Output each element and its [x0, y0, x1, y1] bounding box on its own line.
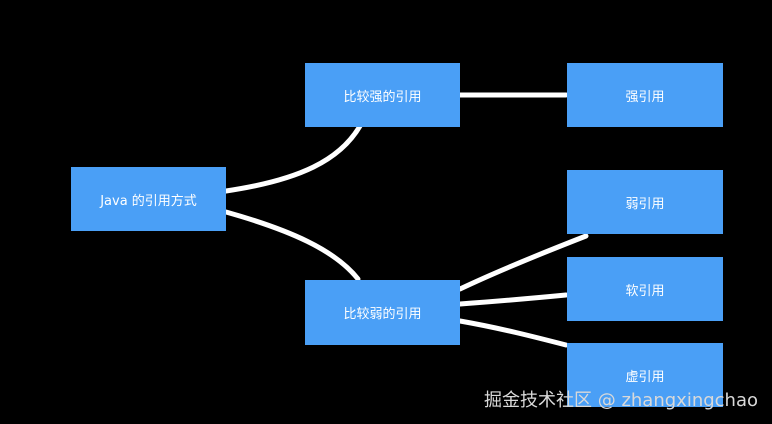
connector-weak-group-to-phantom — [457, 318, 569, 348]
node-label: 比较弱的引用 — [343, 307, 422, 322]
node-java-reference-types: Java 的引用方式 — [71, 167, 226, 231]
node-label: 比较强的引用 — [343, 89, 422, 105]
connector-root-to-weak-group — [223, 209, 361, 282]
watermark-text: 掘金技术社区 @ zhangxingchao — [484, 390, 758, 411]
node-phantom-reference: 虚引用 — [567, 343, 723, 407]
node-label: 弱引用 — [625, 196, 665, 212]
node-stronger-references: 比较强的引用 — [305, 63, 460, 127]
node-soft-reference: 软引用 — [567, 257, 723, 321]
node-strong-reference: 强引用 — [567, 63, 723, 127]
connector-weak-group-to-soft — [457, 292, 569, 307]
node-label: 虚引用 — [625, 369, 665, 385]
node-label: Java 的引用方式 — [100, 193, 197, 209]
node-label: 软引用 — [625, 283, 665, 299]
node-weak-reference: 弱引用 — [567, 170, 723, 234]
node-label: 强引用 — [625, 89, 665, 105]
connector-weak-group-to-weak — [457, 233, 589, 292]
node-weaker-references: 比较弱的引用 — [305, 280, 460, 345]
connector-root-to-strong-group — [223, 123, 363, 194]
